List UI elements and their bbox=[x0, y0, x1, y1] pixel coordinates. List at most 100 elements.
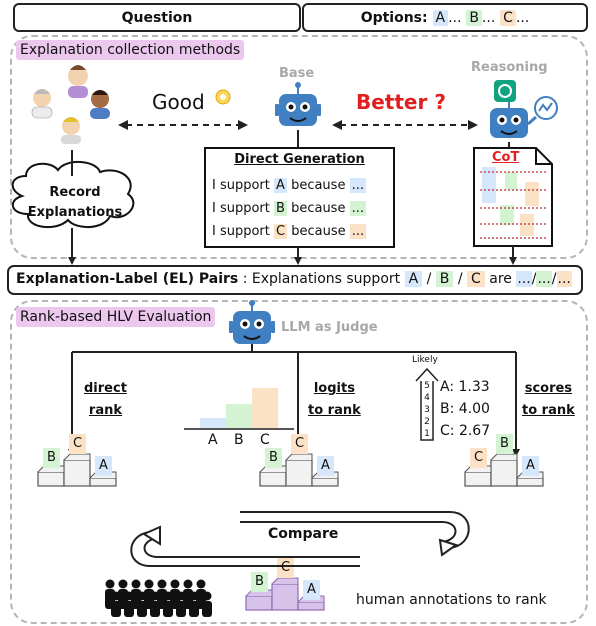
podium-letter-first: C bbox=[73, 436, 83, 451]
score-value: 4.00 bbox=[458, 401, 490, 417]
direct-rank-label: direct rank bbox=[84, 378, 127, 422]
scale-number-1: 1 bbox=[424, 429, 430, 439]
compare-label: Compare bbox=[268, 526, 339, 542]
bar-b bbox=[226, 404, 252, 428]
person-icon-2 bbox=[31, 89, 53, 119]
podium-third-block bbox=[89, 477, 117, 487]
crowd-person-head bbox=[183, 579, 193, 589]
option-a-chip: A bbox=[432, 9, 449, 26]
question-header: Question bbox=[13, 3, 301, 32]
podium-face bbox=[490, 453, 518, 461]
crowd-person-head bbox=[111, 591, 121, 601]
direct-line-tail: ... bbox=[349, 178, 366, 193]
el-pairs-letter-a: A bbox=[404, 271, 423, 287]
direct-title: Direct Generation bbox=[234, 152, 365, 167]
options-label: Options: bbox=[360, 9, 428, 26]
human-annotation-label: human annotations to rank bbox=[356, 592, 547, 608]
score-label: C: bbox=[440, 423, 455, 439]
scores-rank-line-2: to rank bbox=[522, 403, 575, 418]
podium-first-block bbox=[271, 583, 299, 611]
podium-face bbox=[271, 577, 299, 585]
el-pairs-letter-b: B bbox=[435, 271, 454, 287]
evaluation-title: Rank-based HLV Evaluation bbox=[16, 307, 216, 327]
el-pairs-dots-a: ... bbox=[516, 271, 532, 287]
podium-second-block bbox=[245, 595, 273, 611]
podium-first-block bbox=[285, 459, 313, 487]
podium-tile-second bbox=[470, 448, 487, 468]
podium-third-block bbox=[516, 477, 544, 487]
direct-line-3: I support C because ... bbox=[212, 220, 367, 243]
crowd-person-head bbox=[105, 579, 115, 589]
options-header: Options: A ... B ... C ... bbox=[302, 3, 588, 32]
logits-rank-label: logits to rank bbox=[308, 378, 361, 422]
option-a-tail: ... bbox=[448, 9, 462, 26]
podium-1 bbox=[37, 434, 117, 487]
good-label: Good bbox=[152, 90, 205, 114]
direct-rank-line-1: direct bbox=[84, 381, 127, 396]
podium-letter-second: B bbox=[255, 574, 264, 589]
collection-title: Explanation collection methods bbox=[16, 40, 245, 60]
evaluation-panel bbox=[10, 300, 588, 624]
crowd-icon bbox=[105, 579, 212, 617]
direct-line-2: I support B because ... bbox=[212, 197, 366, 220]
el-pairs-dots-slash: / bbox=[551, 271, 557, 287]
direct-line-tail: ... bbox=[349, 201, 366, 216]
collection-title-text: Explanation collection methods bbox=[20, 42, 241, 58]
ok-hand-icon bbox=[215, 89, 231, 105]
crowd-person-head bbox=[176, 591, 186, 601]
base-label: Base bbox=[279, 66, 315, 81]
crowd-person-head bbox=[170, 579, 180, 589]
reasoning-label: Reasoning bbox=[471, 60, 548, 75]
option-b-tail: ... bbox=[481, 9, 496, 26]
podium-second-block bbox=[259, 471, 287, 487]
scale-number-5: 5 bbox=[424, 381, 430, 391]
compare-loop bbox=[130, 511, 470, 567]
podiums-group bbox=[37, 434, 544, 611]
person-icon-4 bbox=[61, 117, 81, 144]
crowd-person-body bbox=[189, 601, 199, 617]
podium-letter-third: A bbox=[526, 458, 535, 473]
record-line-2: Explanations bbox=[27, 205, 123, 220]
crowd-person-head bbox=[189, 591, 199, 601]
person-icon-1 bbox=[68, 65, 88, 98]
score-row: A: 1.33 bbox=[440, 376, 490, 398]
direct-line-letter: C bbox=[274, 224, 288, 239]
crowd-person-head bbox=[157, 579, 167, 589]
crowd-person-head bbox=[144, 579, 154, 589]
compare-arrowhead-left bbox=[141, 525, 161, 546]
record-label: Record Explanations bbox=[20, 183, 130, 223]
crowd-person-body bbox=[202, 601, 212, 617]
el-pairs-are: are bbox=[489, 271, 512, 287]
scale-number-2: 2 bbox=[424, 417, 430, 427]
question-label: Question bbox=[121, 9, 193, 26]
bar-c bbox=[252, 388, 278, 428]
scale-number-3: 3 bbox=[424, 405, 430, 415]
podium-face bbox=[63, 453, 91, 461]
humans-emoji-group bbox=[31, 65, 110, 144]
podium-letter-second: B bbox=[47, 450, 56, 465]
score-label: B: bbox=[440, 401, 455, 417]
record-line-1: Record bbox=[49, 185, 101, 200]
podium-letter-first: C bbox=[295, 436, 305, 451]
logits-rank-line-1: logits bbox=[313, 381, 355, 396]
option-b-chip: B bbox=[466, 9, 482, 26]
judge-branch-lines bbox=[72, 344, 516, 353]
el-pairs-title: Explanation-Label (EL) Pairs bbox=[16, 271, 239, 287]
podium-letter-first: B bbox=[500, 436, 509, 451]
direct-line-letter: A bbox=[274, 178, 287, 193]
podium-letter-third: A bbox=[307, 582, 316, 597]
cot-document bbox=[473, 147, 553, 247]
crowd-person-body bbox=[111, 601, 121, 617]
podium-tile-third bbox=[317, 456, 334, 476]
logits-bar-chart bbox=[200, 388, 278, 428]
direct-line-suffix: because bbox=[291, 201, 346, 216]
direct-line-suffix: because bbox=[291, 178, 346, 193]
analytics-icon bbox=[527, 96, 558, 126]
judge-label: LLM as Judge bbox=[281, 320, 378, 335]
podium-4 bbox=[245, 558, 325, 611]
crowd-person-head bbox=[131, 579, 141, 589]
el-pairs-desc: Explanations support bbox=[251, 271, 401, 287]
bar-label-c: C bbox=[260, 432, 270, 448]
podium-3 bbox=[464, 434, 544, 487]
